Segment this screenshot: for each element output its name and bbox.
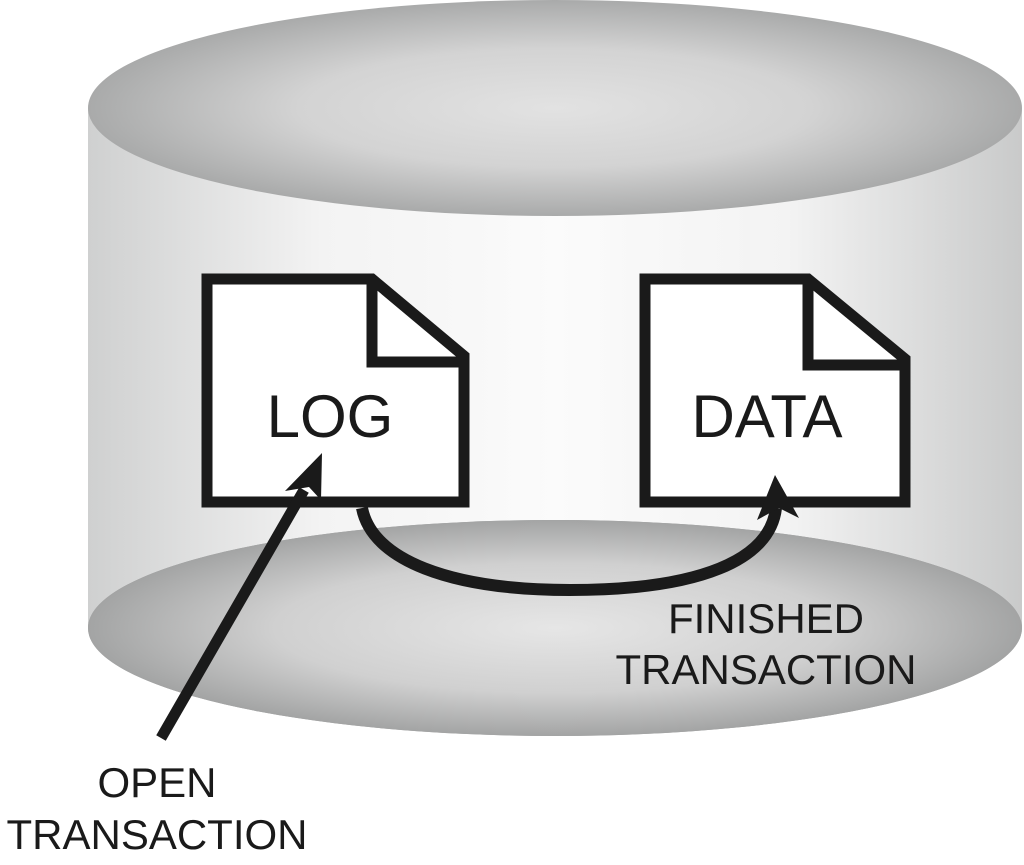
open-transaction-label: OPEN TRANSACTION bbox=[6, 759, 307, 858]
arrowhead-icon bbox=[285, 453, 322, 500]
finished-transaction-line-2: TRANSACTION bbox=[615, 646, 916, 693]
log-label: LOG bbox=[267, 383, 394, 450]
cylinder-bottom-inner bbox=[88, 520, 1022, 736]
document-icon bbox=[201, 273, 470, 508]
data-document: DATA bbox=[639, 273, 911, 508]
finished-transaction-arrow bbox=[356, 475, 799, 597]
document-icon bbox=[639, 273, 911, 508]
arrow-line bbox=[156, 487, 309, 741]
page-fold-icon bbox=[802, 279, 905, 371]
finished-transaction-label: FINISHED TRANSACTION bbox=[615, 595, 916, 693]
log-document: LOG bbox=[201, 273, 470, 508]
cylinder-top bbox=[88, 0, 1022, 216]
open-transaction-arrow bbox=[156, 453, 322, 741]
arrowhead-icon bbox=[757, 475, 799, 520]
arrow-curve bbox=[356, 506, 782, 597]
page-fold-icon bbox=[366, 279, 464, 368]
data-label: DATA bbox=[691, 383, 842, 450]
open-transaction-line-1: OPEN bbox=[97, 759, 216, 806]
finished-transaction-line-1: FINISHED bbox=[668, 595, 864, 642]
open-transaction-line-2: TRANSACTION bbox=[6, 811, 307, 858]
